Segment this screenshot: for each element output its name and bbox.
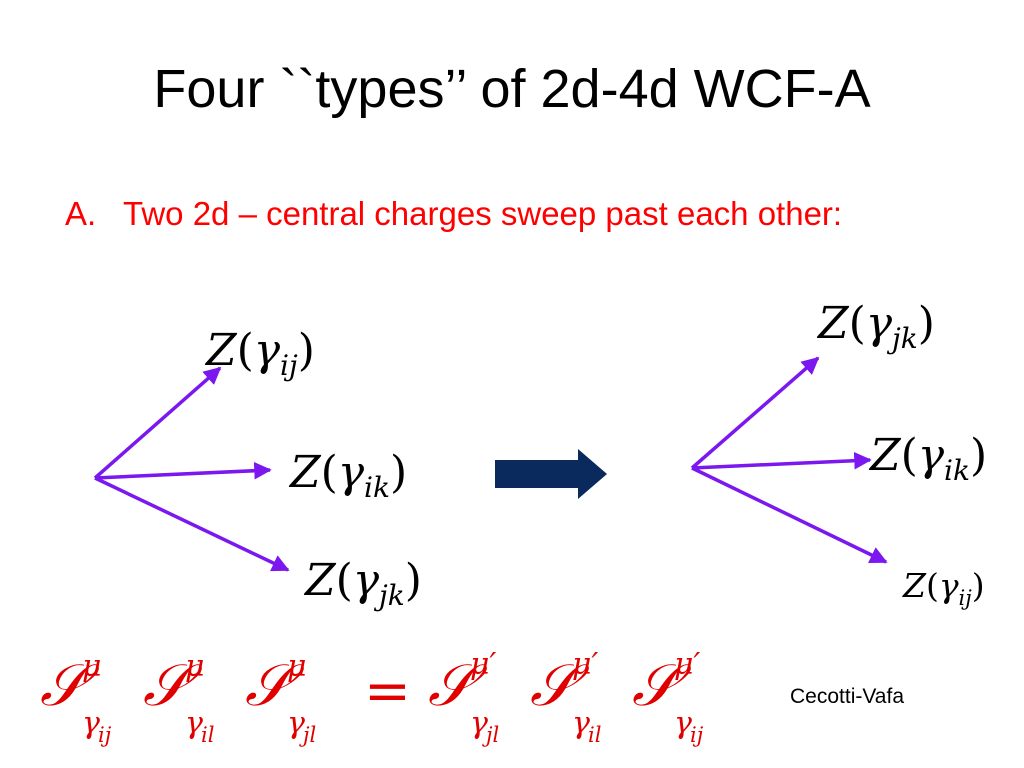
rhs-gamma-1: γ	[470, 706, 488, 741]
right-label-top: Z(γjk)	[816, 298, 935, 355]
left-label-bottom: Z(γjk)	[303, 555, 422, 612]
right-label-bottom: Z(γij)	[902, 566, 985, 610]
rhs-sub-3: ij	[690, 723, 704, 747]
left-label-top: Z(γij)	[204, 325, 315, 382]
right-arrow-top	[690, 356, 820, 470]
right-arrow-bottom	[691, 466, 888, 564]
lhs-gamma-1: γ	[82, 706, 100, 741]
rhs-gamma-2: γ	[572, 706, 590, 741]
lhs-mu-3: μ	[287, 649, 307, 684]
rhs-mu-3: μ′	[674, 647, 700, 682]
bullet-text: Two 2d – central charges sweep past each…	[123, 195, 843, 232]
lhs-gamma-2: γ	[185, 706, 203, 741]
bullet-item: A. Two 2d – central charges sweep past ea…	[65, 195, 842, 233]
lhs-sub-1: ij	[98, 723, 112, 747]
left-arrow-top	[93, 366, 222, 480]
left-label-middle: Z(γik)	[288, 447, 407, 504]
wall-crossing-equation: 𝒮 μ γ ij 𝒮 μ γ il 𝒮 μ γ jl = 𝒮 μ′ γ jl 𝒮…	[40, 647, 704, 747]
left-arrow-bottom	[94, 476, 290, 572]
lhs-gamma-3: γ	[287, 706, 305, 741]
transition-arrow	[495, 449, 607, 499]
right-label-middle: Z(γik)	[868, 430, 987, 487]
equals-sign: =	[364, 659, 411, 724]
lhs-mu-1: μ	[82, 649, 102, 684]
slide-title: Four ``types’’ of 2d-4d WCF-A	[153, 59, 871, 119]
lhs-sub-3: jl	[299, 723, 316, 747]
rhs-sub-1: jl	[482, 723, 499, 747]
lhs-sub-2: il	[201, 723, 214, 747]
rhs-mu-2: μ′	[572, 647, 598, 682]
rhs-sub-2: il	[588, 723, 601, 747]
right-arrow-middle	[691, 451, 872, 470]
bullet-letter: A.	[65, 195, 97, 232]
rhs-gamma-3: γ	[674, 706, 692, 741]
rhs-mu-1: μ′	[470, 647, 496, 682]
lhs-mu-2: μ	[185, 649, 205, 684]
left-arrow-middle	[94, 461, 272, 480]
attribution-credit: Cecotti-Vafa	[790, 685, 904, 708]
